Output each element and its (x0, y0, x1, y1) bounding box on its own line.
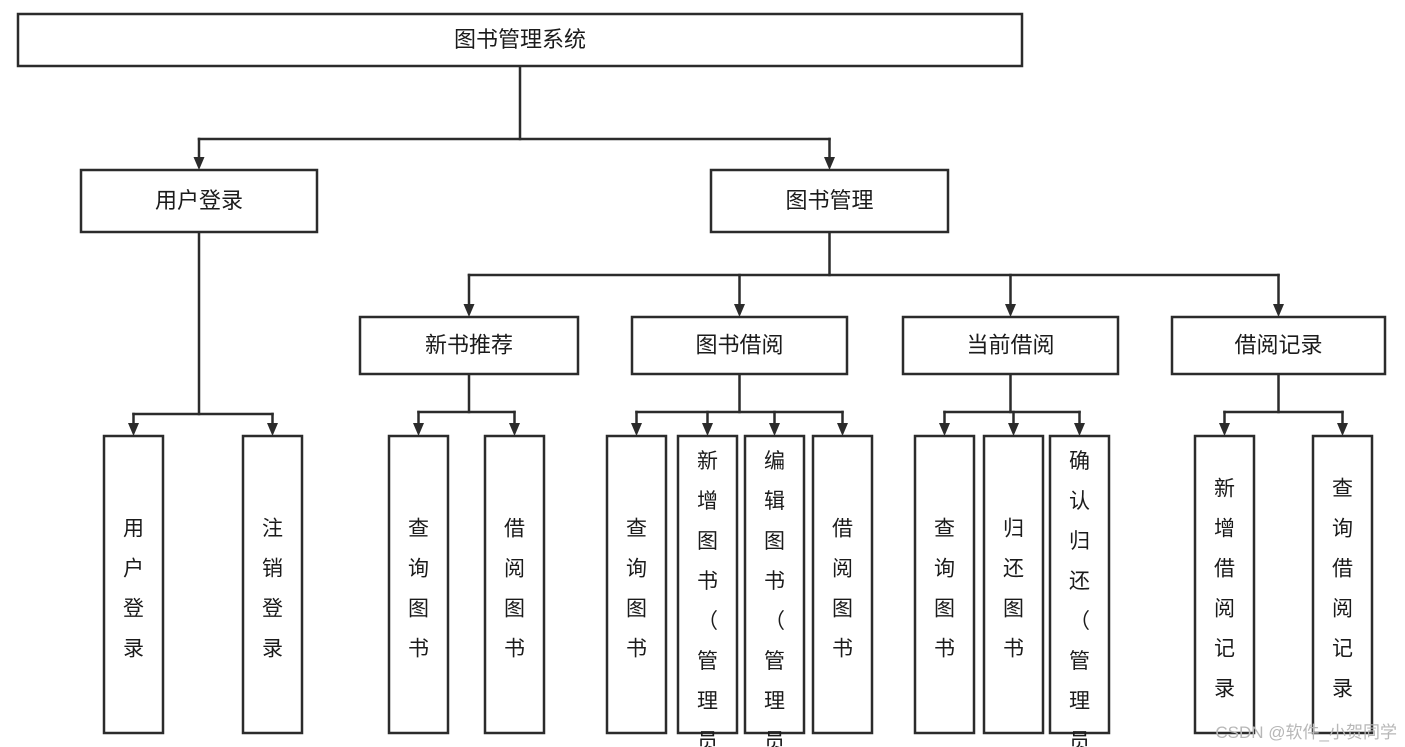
arrow-head-icon (1008, 423, 1019, 436)
node-book-manage[interactable]: 图书管理 (709, 168, 950, 234)
node-box (605, 434, 668, 735)
edges-layer (128, 64, 1348, 436)
node-label: 图书借阅 (695, 332, 783, 357)
arrow-head-icon (267, 423, 278, 436)
node-box (79, 168, 319, 234)
arrow-head-icon (769, 423, 780, 436)
node-box (1193, 434, 1256, 735)
node-leaf-borrow-book-1[interactable]: 借阅图书 (483, 434, 546, 735)
node-book-borrow[interactable]: 图书借阅 (630, 315, 849, 376)
node-box (241, 434, 304, 735)
arrow-head-icon (463, 304, 475, 317)
node-leaf-borrow-book-2[interactable]: 借阅图书 (811, 434, 874, 735)
node-box (387, 434, 450, 735)
arrow-head-icon (734, 304, 745, 317)
node-label: 查询图书 (934, 518, 955, 661)
node-box (630, 315, 849, 376)
arrow-head-icon (1219, 423, 1230, 436)
node-label: 确认归还（管理员） (1069, 450, 1090, 747)
arrow-head-icon (128, 423, 139, 436)
node-box (358, 315, 580, 376)
node-new-book-rec[interactable]: 新书推荐 (358, 315, 580, 376)
node-root[interactable]: 图书管理系统 (16, 12, 1024, 68)
node-box (1170, 315, 1387, 376)
node-leaf-return-book[interactable]: 归还图书 (982, 434, 1045, 735)
node-label: 借阅图书 (504, 518, 525, 661)
node-box (901, 315, 1120, 376)
arrow-head-icon (413, 423, 424, 436)
arrow-head-icon (509, 423, 520, 436)
node-label: 编辑图书（管理员） (764, 450, 785, 747)
node-box (483, 434, 546, 735)
node-box (743, 434, 806, 735)
node-label: 归还图书 (1003, 518, 1024, 661)
node-box (676, 434, 739, 735)
node-box (709, 168, 950, 234)
node-label: 查询图书 (408, 518, 429, 661)
node-leaf-user-login[interactable]: 用户登录 (102, 434, 165, 735)
node-box (811, 434, 874, 735)
node-label: 新增图书（管理员） (697, 450, 718, 747)
node-label: 图书管理系统 (454, 27, 586, 52)
node-label: 当前借阅 (966, 332, 1054, 357)
node-label: 用户登录 (155, 188, 243, 213)
arrow-head-icon (1273, 304, 1284, 317)
arrow-head-icon (631, 423, 642, 436)
nodes-layer: 图书管理系统用户登录图书管理新书推荐图书借阅当前借阅借阅记录用户登录注销登录查询… (16, 12, 1387, 747)
node-label: 图书管理 (785, 188, 873, 213)
arrow-head-icon (702, 423, 713, 436)
arrow-head-icon (1074, 423, 1085, 436)
node-leaf-logout[interactable]: 注销登录 (241, 434, 304, 735)
node-leaf-query-book-2[interactable]: 查询图书 (605, 434, 668, 735)
arrow-head-icon (193, 157, 205, 170)
node-box (16, 12, 1024, 68)
arrow-head-icon (837, 423, 848, 436)
edge-group-root (193, 64, 835, 170)
arrow-head-icon (1337, 423, 1348, 436)
node-label: 新增借阅记录 (1214, 478, 1235, 701)
arrow-head-icon (939, 423, 950, 436)
node-label: 用户登录 (123, 518, 144, 661)
node-leaf-query-book-3[interactable]: 查询图书 (913, 434, 976, 735)
node-box (102, 434, 165, 735)
node-leaf-add-book[interactable]: 新增图书（管理员） (676, 434, 739, 747)
node-leaf-add-record[interactable]: 新增借阅记录 (1193, 434, 1256, 735)
node-leaf-query-record[interactable]: 查询借阅记录 (1311, 434, 1374, 735)
node-label: 新书推荐 (425, 332, 513, 357)
edge-group-book-borrow (631, 372, 848, 436)
node-leaf-query-book-1[interactable]: 查询图书 (387, 434, 450, 735)
edge-group-new-book-rec (413, 372, 520, 436)
node-label: 注销登录 (262, 518, 283, 661)
node-label: 借阅记录 (1234, 332, 1322, 357)
arrow-head-icon (1005, 304, 1016, 317)
node-leaf-confirm-return[interactable]: 确认归还（管理员） (1048, 434, 1111, 747)
node-label: 借阅图书 (832, 518, 853, 661)
node-box (913, 434, 976, 735)
node-leaf-edit-book[interactable]: 编辑图书（管理员） (743, 434, 806, 747)
node-current-borrow[interactable]: 当前借阅 (901, 315, 1120, 376)
node-label: 查询借阅记录 (1332, 478, 1353, 701)
node-borrow-record[interactable]: 借阅记录 (1170, 315, 1387, 376)
node-box (1048, 434, 1111, 735)
arrow-head-icon (824, 157, 835, 170)
watermark-text: CSDN @软件_小贺同学 (1215, 723, 1397, 742)
edge-group-book-manage (463, 230, 1284, 317)
node-user-login[interactable]: 用户登录 (79, 168, 319, 234)
node-box (982, 434, 1045, 735)
edge-group-borrow-record (1219, 372, 1348, 436)
node-label: 查询图书 (626, 518, 647, 661)
node-box (1311, 434, 1374, 735)
edge-group-user-login (128, 230, 278, 436)
edge-group-current-borrow (939, 372, 1085, 436)
